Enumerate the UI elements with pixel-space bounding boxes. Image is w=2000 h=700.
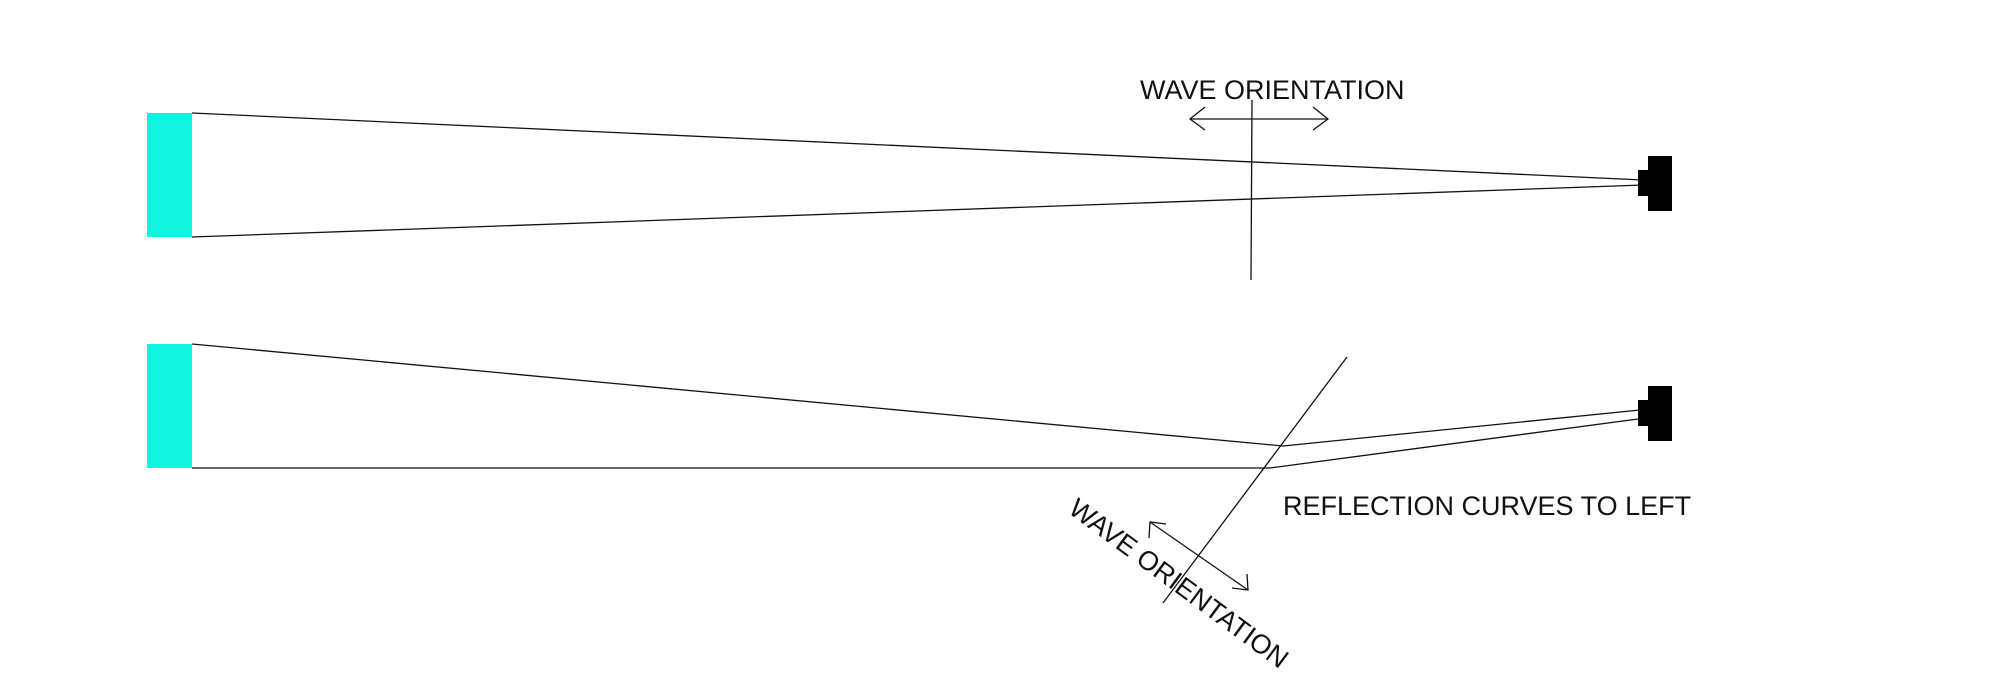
bottom-target bbox=[147, 344, 192, 468]
top-wave-orientation-label: WAVE ORIENTATION bbox=[1140, 75, 1405, 105]
bottom-ray-upper bbox=[191, 343, 1284, 447]
top-setup: WAVE ORIENTATION bbox=[147, 75, 1672, 281]
top-ray-lower bbox=[191, 184, 1644, 238]
bottom-reflected-ray-upper bbox=[1282, 409, 1641, 447]
top-wave-orientation-arrow bbox=[1188, 106, 1330, 131]
bottom-wave-orientation-arrow bbox=[1148, 521, 1249, 591]
top-wave-front bbox=[1250, 99, 1253, 281]
bottom-wave-front bbox=[1162, 356, 1348, 604]
top-ray-upper bbox=[191, 112, 1644, 181]
bottom-reflected-ray-lower bbox=[1269, 418, 1639, 469]
bottom-camera-icon bbox=[1638, 386, 1672, 441]
top-target bbox=[147, 113, 192, 237]
reflection-curves-label: REFLECTION CURVES TO LEFT bbox=[1283, 491, 1691, 521]
bottom-wave-orientation-label: WAVE ORIENTATION bbox=[1063, 493, 1293, 674]
bottom-setup: WAVE ORIENTATION REFLECTION CURVES TO LE… bbox=[147, 343, 1691, 674]
top-camera-icon bbox=[1638, 156, 1672, 211]
